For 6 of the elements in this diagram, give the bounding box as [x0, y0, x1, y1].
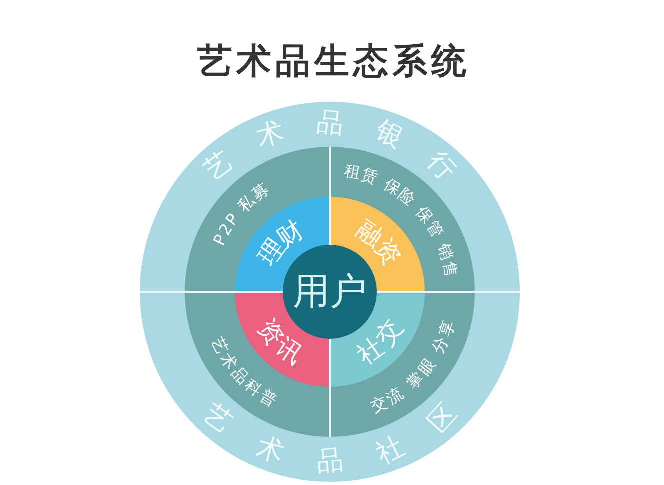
category-label: 理财 — [252, 214, 310, 270]
center-label: 用户 — [293, 270, 367, 314]
category-label: 社交 — [352, 312, 408, 370]
category-label: 资讯 — [252, 314, 310, 370]
diagram-title: 艺术品生态系统 — [196, 41, 470, 84]
category-label: 融资 — [352, 214, 408, 272]
